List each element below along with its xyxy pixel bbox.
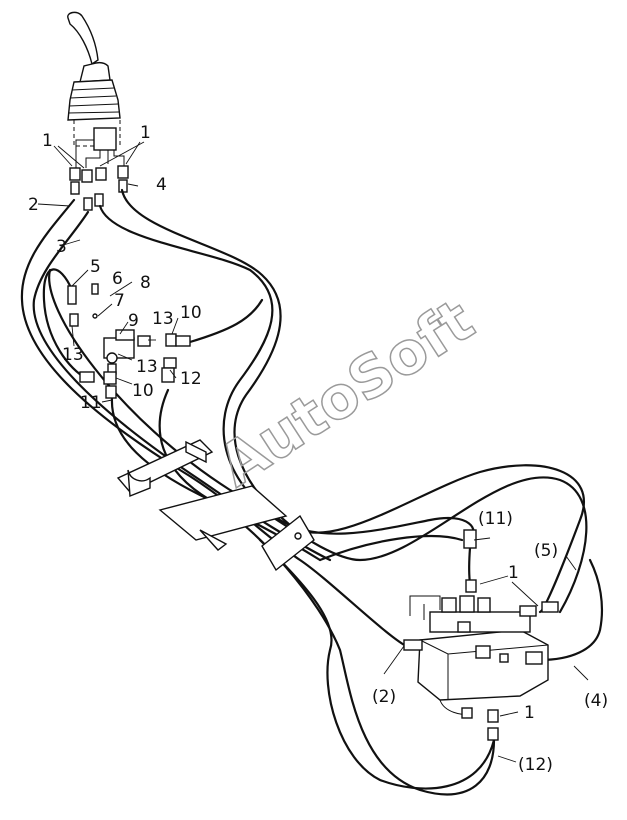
hose-bundle	[20, 188, 604, 796]
callout-3: 3	[56, 237, 67, 257]
callout-paren-12: (12)	[518, 755, 553, 775]
callout-13c: 13	[136, 357, 158, 377]
callout-labels: 1 1 2 3 4 5 6 7 8 9 10 10 11 12 13 13 13…	[28, 123, 608, 775]
callout-13a: 13	[152, 309, 174, 329]
joystick-port-fittings	[69, 165, 129, 211]
callout-12: 12	[180, 369, 202, 389]
mounting-brackets	[116, 439, 315, 572]
callout-8: 8	[140, 273, 151, 293]
main-control-valve	[403, 529, 559, 741]
callout-13b: 13	[62, 345, 84, 365]
callout-1b: 1	[140, 123, 151, 143]
callout-10a: 10	[180, 303, 202, 323]
callout-5: 5	[90, 257, 101, 277]
joystick-assembly	[67, 11, 125, 168]
callout-10b: 10	[132, 381, 154, 401]
valve-block-9	[103, 329, 135, 375]
callout-paren-4: (4)	[584, 691, 608, 711]
callout-1c: 1	[508, 563, 519, 583]
callout-1a: 1	[42, 131, 53, 151]
callout-paren-2: (2)	[372, 687, 396, 707]
callout-6: 6	[112, 269, 123, 289]
callout-paren-11: (11)	[478, 509, 513, 529]
callout-11: 11	[80, 393, 102, 413]
callout-7: 7	[114, 291, 125, 311]
callout-9: 9	[128, 311, 139, 331]
mid-fittings	[67, 283, 191, 399]
callout-paren-5: (5)	[534, 541, 558, 561]
leader-lines	[37, 141, 589, 763]
callout-2: 2	[28, 195, 39, 215]
callout-4: 4	[156, 175, 167, 195]
callout-1d: 1	[524, 703, 535, 723]
